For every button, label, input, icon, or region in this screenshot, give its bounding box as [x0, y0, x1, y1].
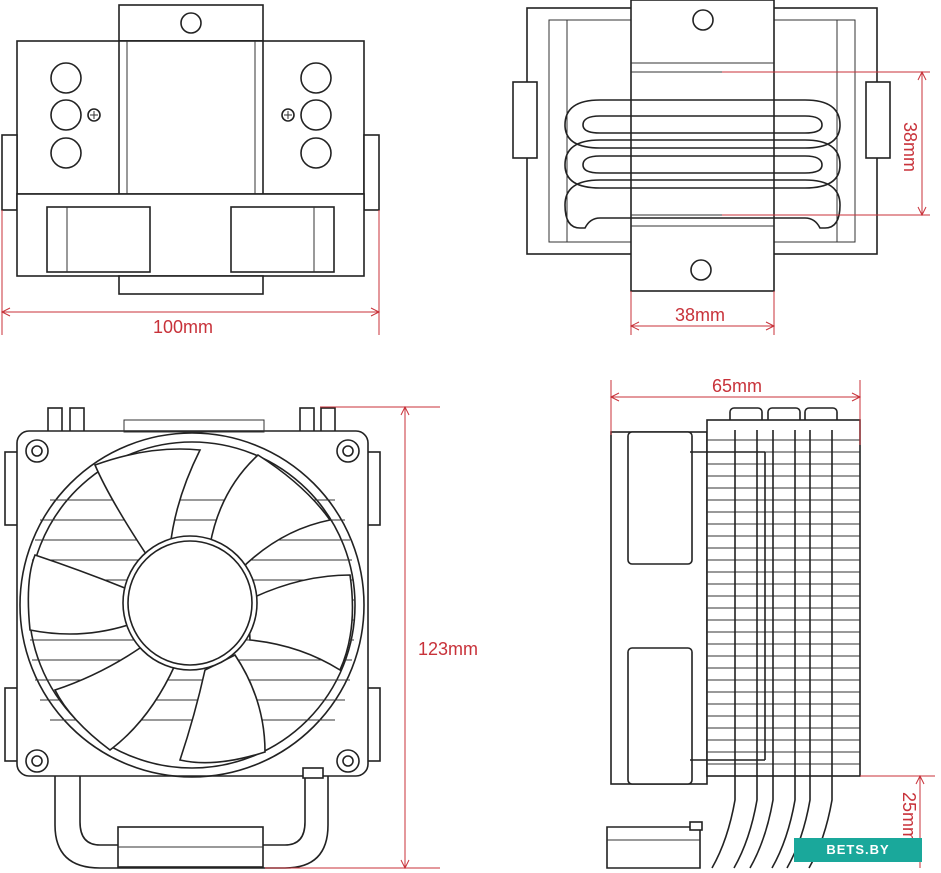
watermark-badge: BETS.BY	[794, 838, 922, 862]
top-view: 100mm	[0, 4, 381, 337]
depth-dimension-label: 65mm	[712, 376, 762, 396]
fan-view: 123mm	[4, 405, 478, 870]
heatpipe-pitch-dimension-label: 38mm	[900, 122, 920, 172]
front-view: 38mm 38mm	[512, 0, 930, 335]
height-dimension-label: 123mm	[418, 639, 478, 659]
base-width-dimension-label: 38mm	[675, 305, 725, 325]
side-view: 65mm 25mm	[606, 376, 935, 869]
base-height-dimension-label: 25mm	[899, 792, 919, 842]
width-dimension-label: 100mm	[153, 317, 213, 337]
